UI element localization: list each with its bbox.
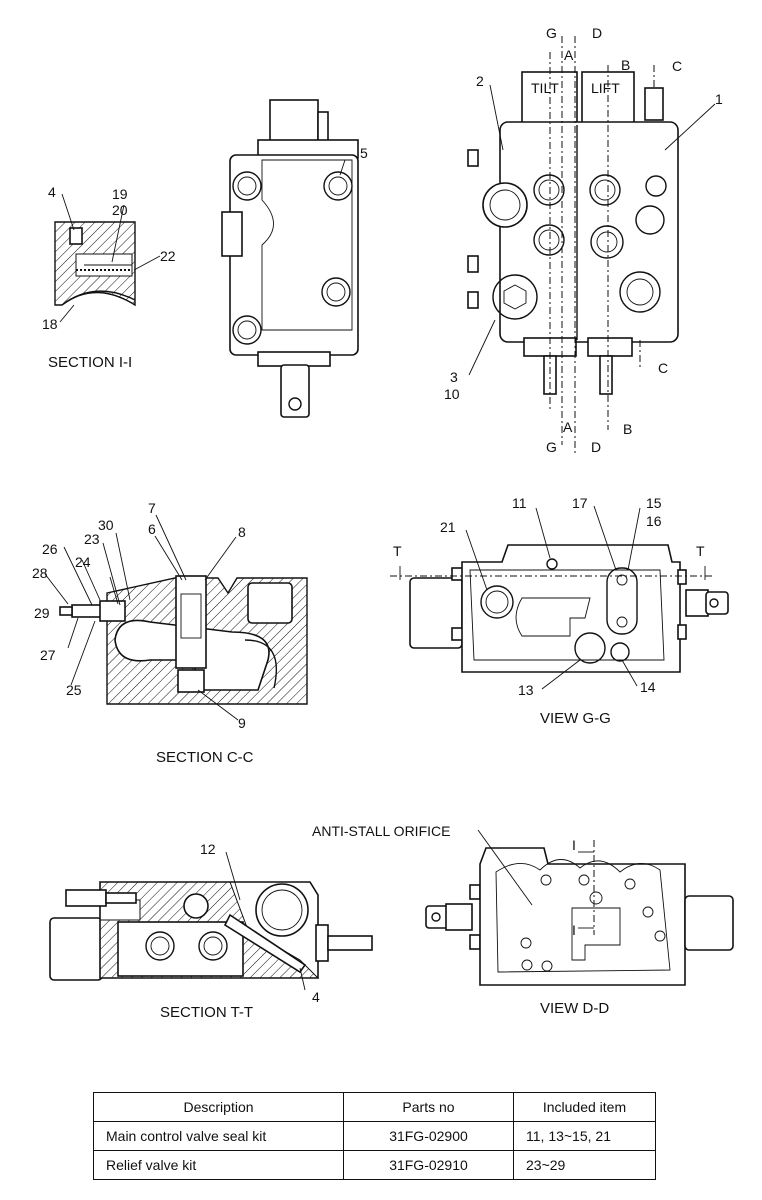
table-header-cell: Description bbox=[93, 1092, 344, 1122]
mark-d-bottom: D bbox=[591, 439, 601, 455]
mark-g-bottom: G bbox=[546, 439, 557, 455]
table-cell: Main control valve seal kit bbox=[93, 1121, 344, 1151]
section-t-caption: SECTION T-T bbox=[160, 1004, 253, 1021]
table-row: Relief valve kit 31FG-02910 23~29 bbox=[93, 1150, 656, 1180]
part-10: 10 bbox=[444, 386, 460, 402]
part-28: 28 bbox=[32, 565, 48, 581]
table-cell: Relief valve kit bbox=[93, 1150, 344, 1180]
part-18: 18 bbox=[42, 316, 58, 332]
table-cell: 31FG-02910 bbox=[343, 1150, 514, 1180]
part-27: 27 bbox=[40, 647, 56, 663]
table-cell: 23~29 bbox=[513, 1150, 656, 1180]
part-4-a: 4 bbox=[48, 184, 56, 200]
valve-exploded-drawing: 4 19 20 22 18 SECTION I-I 5 bbox=[32, 25, 734, 1021]
part-19: 19 bbox=[112, 186, 128, 202]
part-7: 7 bbox=[148, 500, 156, 516]
mark-c-top: C bbox=[672, 58, 682, 74]
section-t-drawing bbox=[49, 851, 373, 991]
section-i-caption: SECTION I-I bbox=[48, 354, 132, 371]
part-9: 9 bbox=[238, 715, 246, 731]
mark-a-top: A bbox=[564, 47, 574, 63]
part-3: 3 bbox=[450, 369, 458, 385]
seal-kit-table: Description Parts no Included item Main … bbox=[93, 1092, 656, 1180]
part-1: 1 bbox=[715, 91, 723, 107]
mark-d-top: D bbox=[592, 25, 602, 41]
front-view-drawing bbox=[467, 36, 716, 455]
part-21: 21 bbox=[440, 519, 456, 535]
section-c-drawing bbox=[44, 514, 308, 721]
table-header-cell: Included item bbox=[513, 1092, 656, 1122]
table-cell: 11, 13~15, 21 bbox=[513, 1121, 656, 1151]
part-26: 26 bbox=[42, 541, 58, 557]
part-14: 14 bbox=[640, 679, 656, 695]
label-tilt: TILT bbox=[531, 80, 559, 96]
section-i-drawing bbox=[54, 193, 161, 323]
section-c-caption: SECTION C-C bbox=[156, 749, 254, 766]
part-22: 22 bbox=[160, 248, 176, 264]
part-17: 17 bbox=[572, 495, 588, 511]
part-25: 25 bbox=[66, 682, 82, 698]
part-11: 11 bbox=[512, 495, 527, 511]
part-4-b: 4 bbox=[312, 989, 320, 1005]
mark-b-bottom: B bbox=[623, 421, 632, 437]
mark-c-bottom: C bbox=[658, 360, 668, 376]
part-8: 8 bbox=[238, 524, 246, 540]
view-d-drawing bbox=[425, 829, 734, 986]
table-header-row: Description Parts no Included item bbox=[93, 1092, 656, 1122]
mark-t-left: T bbox=[393, 543, 402, 559]
label-lift: LIFT bbox=[591, 80, 620, 96]
part-20: 20 bbox=[112, 202, 128, 218]
part-13: 13 bbox=[518, 682, 534, 698]
part-12: 12 bbox=[200, 841, 216, 857]
mark-b-top: B bbox=[621, 57, 630, 73]
table-cell: 31FG-02900 bbox=[343, 1121, 514, 1151]
mark-g-top: G bbox=[546, 25, 557, 41]
mark-i-bottom: I bbox=[572, 922, 576, 938]
view-d-caption: VIEW D-D bbox=[540, 1000, 609, 1017]
part-29: 29 bbox=[34, 605, 50, 621]
table-header-cell: Parts no bbox=[343, 1092, 514, 1122]
mark-i-top: I bbox=[572, 837, 576, 853]
part-30: 30 bbox=[98, 517, 114, 533]
mark-t-right: T bbox=[696, 543, 705, 559]
anti-stall-orifice-label: ANTI-STALL ORIFICE bbox=[312, 823, 450, 839]
part-24: 24 bbox=[75, 554, 91, 570]
view-g-drawing bbox=[390, 505, 729, 690]
mark-a-bottom: A bbox=[563, 419, 573, 435]
part-2: 2 bbox=[476, 73, 484, 89]
part-16: 16 bbox=[646, 513, 662, 529]
view-g-caption: VIEW G-G bbox=[540, 710, 611, 727]
part-6: 6 bbox=[148, 521, 156, 537]
table-row: Main control valve seal kit 31FG-02900 1… bbox=[93, 1121, 656, 1151]
part-15: 15 bbox=[646, 495, 662, 511]
part-23: 23 bbox=[84, 531, 100, 547]
part-5: 5 bbox=[360, 145, 368, 161]
side-view-drawing bbox=[221, 99, 359, 418]
